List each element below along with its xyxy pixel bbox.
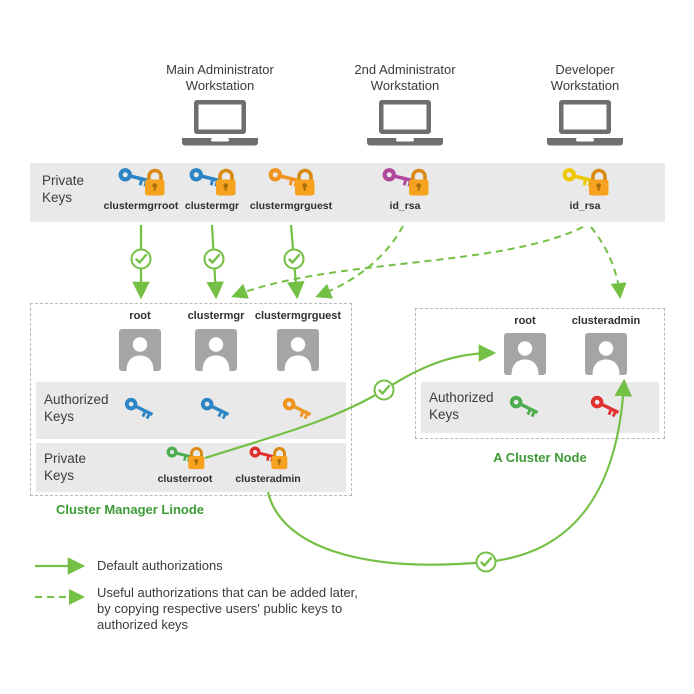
band-label-line1: Private: [42, 173, 85, 188]
workstation-label-line1: Developer: [555, 62, 615, 77]
padlock-icon: [145, 168, 165, 196]
checkmark-icon: [283, 248, 305, 270]
padlock-icon: [409, 168, 429, 196]
dashed-arrow-developer-idrsa-to-cm: [231, 226, 584, 299]
band-label-line2: Keys: [44, 409, 75, 424]
legend-later-line2: by copying respective users' public keys…: [97, 601, 343, 616]
workstation-label-line1: 2nd Administrator: [354, 62, 456, 77]
user-label-clusteradmin-cn: clusteradmin: [571, 315, 641, 327]
authorized-key-icon-orange: [282, 397, 312, 420]
key-label: id_rsa: [389, 200, 421, 212]
padlock-icon: [188, 447, 205, 470]
key-lock-icon-blue: [189, 168, 236, 196]
laptop-icon: [547, 100, 623, 146]
authorized-key-icon-blue: [200, 397, 230, 420]
cluster-manager-title: Cluster Manager Linode: [55, 502, 205, 517]
cm-private-keys-label: Private Keys: [44, 450, 86, 484]
checkmark-icon: [373, 379, 395, 401]
authorized-key-icon-green: [509, 395, 539, 418]
checkmark-icon: [130, 248, 152, 270]
user-icon-clustermgr: [195, 329, 237, 371]
authorized-key-icon-blue: [124, 397, 154, 420]
key-label: clustermgr: [184, 200, 240, 212]
user-icon-clustermgrguest: [277, 329, 319, 371]
user-label-root-cm: root: [129, 310, 151, 322]
laptop-icon: [367, 100, 443, 146]
user-icon-clusteradmin-cn: [585, 333, 627, 375]
cm-authorized-keys-label: Authorized Keys: [44, 391, 109, 425]
private-keys-band: [30, 163, 665, 222]
band-label-line2: Keys: [44, 468, 75, 483]
key-lock-icon-yellow: [562, 168, 609, 196]
user-icon-root-cm: [119, 329, 161, 371]
key-label: clusteradmin: [235, 473, 301, 485]
legend-later-line1: Useful authorizations that can be added …: [97, 585, 358, 600]
private-key-clustermgr: clustermgr: [167, 165, 257, 212]
private-key-clustermgrroot: clustermgrroot: [96, 165, 186, 212]
band-label-line2: Keys: [42, 190, 73, 205]
private-key-id-rsa-developer: id_rsa: [540, 165, 630, 212]
arrow-clustermgr-to-clustermgr: [206, 224, 224, 300]
arrow-clustermgrguest-to-clustermgrguest: [287, 224, 305, 300]
key-lock-icon-orange: [268, 168, 315, 196]
checkmark-icon: [475, 551, 497, 573]
legend-default-label: Default authorizations: [97, 558, 223, 573]
workstation-label-line2: Workstation: [370, 78, 440, 93]
key-lock-icon-green: [166, 446, 205, 470]
key-label: clustermgrguest: [249, 200, 333, 212]
legend-later-line3: authorized keys: [97, 617, 189, 632]
workstation-label-main-admin: Main Administrator Workstation: [125, 62, 315, 94]
private-key-clusterroot: clusterroot: [140, 444, 230, 485]
private-keys-band-label: Private Keys: [42, 172, 84, 206]
workstation-label-developer: Developer Workstation: [490, 62, 680, 94]
padlock-icon: [295, 168, 315, 196]
key-label: id_rsa: [569, 200, 601, 212]
band-label-line2: Keys: [429, 407, 460, 422]
workstation-label-line1: Main Administrator: [166, 62, 274, 77]
workstation-label-line2: Workstation: [550, 78, 620, 93]
cn-authorized-keys-label: Authorized Keys: [429, 389, 494, 423]
private-key-clustermgrguest: clustermgrguest: [246, 165, 336, 212]
padlock-icon: [271, 447, 288, 470]
checkmark-icon: [203, 248, 225, 270]
key-label: clusterroot: [157, 473, 213, 485]
band-label-line1: Authorized: [44, 392, 109, 407]
user-label-clustermgrguest: clustermgrguest: [254, 310, 342, 322]
private-key-id-rsa-2nd-admin: id_rsa: [360, 165, 450, 212]
laptop-icon: [182, 100, 258, 146]
padlock-icon: [589, 168, 609, 196]
dashed-arrow-developer-idrsa-to-node: [590, 226, 627, 299]
workstation-label-line2: Workstation: [185, 78, 255, 93]
band-label-line1: Authorized: [429, 390, 494, 405]
band-label-line1: Private: [44, 451, 87, 466]
user-icon-root-cn: [504, 333, 546, 375]
user-label-clustermgr: clustermgr: [187, 310, 245, 322]
user-label-root-cn: root: [514, 315, 536, 327]
key-lock-icon-red: [249, 446, 288, 470]
key-lock-icon-blue: [118, 168, 165, 196]
key-label: clustermgrroot: [103, 200, 179, 212]
key-lock-icon-purple: [382, 168, 429, 196]
cluster-node-title: A Cluster Node: [493, 450, 587, 465]
legend-later-label: Useful authorizations that can be added …: [97, 585, 358, 633]
authorized-key-icon-red: [590, 395, 620, 418]
private-key-clusteradmin: clusteradmin: [223, 444, 313, 485]
padlock-icon: [216, 168, 236, 196]
dashed-arrow-2nd-admin-idrsa: [315, 225, 404, 299]
workstation-label-2nd-admin: 2nd Administrator Workstation: [310, 62, 500, 94]
